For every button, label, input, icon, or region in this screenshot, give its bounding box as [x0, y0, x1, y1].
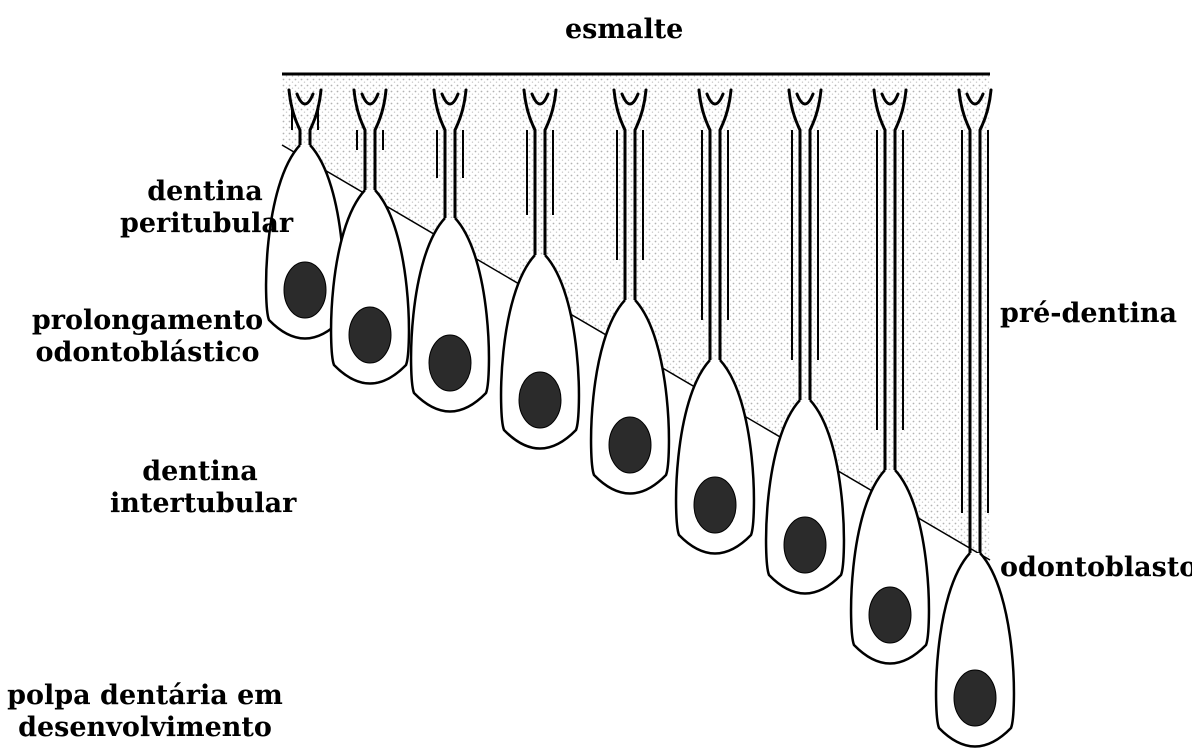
pulp-line-1: polpa dentária em [0, 680, 290, 712]
pulp-line-2: desenvolvimento [0, 712, 290, 744]
enamel-text: esmalte [565, 14, 683, 45]
peritubular-line-1: dentina [120, 176, 290, 208]
nucleus-1 [284, 262, 326, 318]
nucleus-3 [429, 335, 471, 391]
nucleus-6 [694, 477, 736, 533]
predentin-text: pré-dentina [1000, 298, 1177, 329]
odontoblast-label: odontoblasto [1000, 552, 1192, 584]
nucleus-8 [869, 587, 911, 643]
odontoblastic-process-label: prolongamento odontoblástico [15, 305, 280, 369]
peritubular-dentin-label: dentina peritubular [120, 176, 290, 240]
nucleus-9 [954, 670, 996, 726]
process-line-2: odontoblástico [15, 337, 280, 369]
process-line-1: prolongamento [15, 305, 280, 337]
nucleus-7 [784, 517, 826, 573]
intertubular-line-2: intertubular [110, 488, 290, 520]
nucleus-2 [349, 307, 391, 363]
odontoblast-text: odontoblasto [1000, 552, 1192, 583]
enamel-label: esmalte [565, 14, 675, 46]
nucleus-5 [609, 417, 651, 473]
nucleus-4 [519, 372, 561, 428]
intertubular-line-1: dentina [110, 456, 290, 488]
intertubular-dentin-label: dentina intertubular [110, 456, 290, 520]
peritubular-line-2: peritubular [120, 208, 290, 240]
developing-pulp-label: polpa dentária em desenvolvimento [0, 680, 290, 744]
predentin-label: pré-dentina [1000, 298, 1177, 330]
